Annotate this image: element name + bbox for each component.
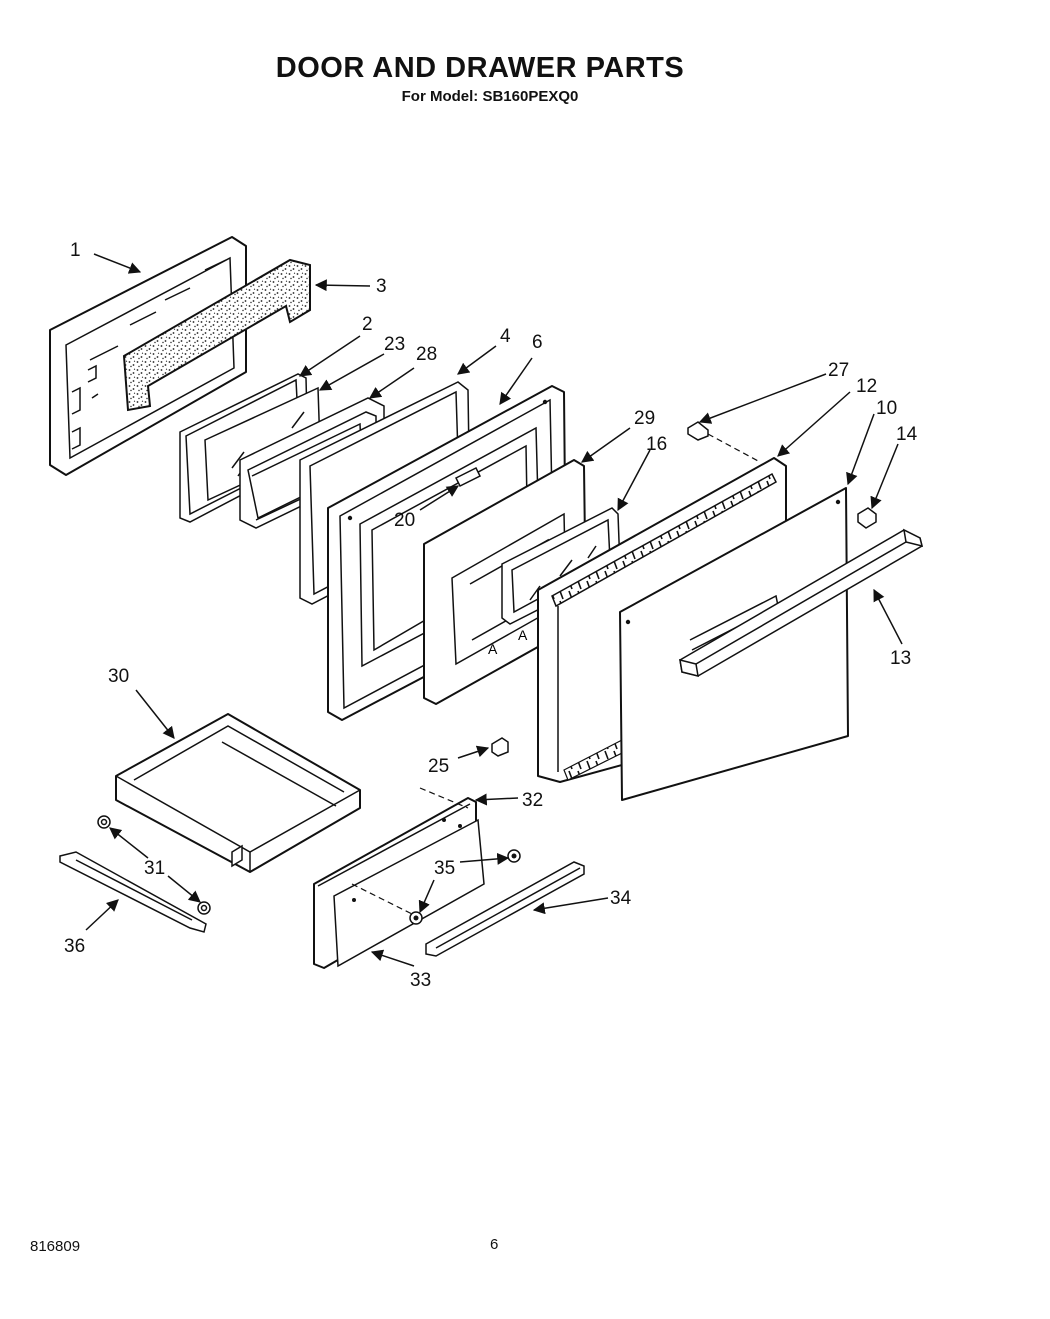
callout-28: 28 [416,344,437,365]
callout-12: 12 [856,376,877,397]
callout-35: 35 [434,858,455,879]
callout-labels: 1 3 2 23 28 4 6 27 12 10 14 29 16 20 13 … [64,240,918,991]
callout-16: 16 [646,434,667,455]
svg-text:A: A [488,641,498,657]
callout-34: 34 [610,888,632,909]
callout-4: 4 [500,326,511,347]
callout-23: 23 [384,334,405,355]
page-number: 6 [490,1236,499,1253]
callout-3: 3 [376,276,387,297]
model-subtitle: For Model: SB160PEXQ0 [401,88,579,105]
callout-32: 32 [522,790,543,811]
callout-leaders [85,253,903,967]
part-27-spacer [687,421,761,463]
callout-13: 13 [890,648,911,669]
svg-text:A: A [518,627,528,643]
page-title: DOOR AND DRAWER PARTS [275,52,685,84]
callout-14: 14 [896,424,918,445]
callout-36: 36 [64,936,85,957]
part-35-spacers [351,849,521,925]
callout-10: 10 [876,398,897,419]
callout-6: 6 [532,332,543,353]
callout-30: 30 [108,666,129,687]
callout-20: 20 [394,510,415,531]
callout-31: 31 [144,858,165,879]
callout-27: 27 [828,360,849,381]
callout-25: 25 [428,756,449,777]
part-3-insulation [122,258,311,412]
part-36-rail [59,851,207,933]
callout-29: 29 [634,408,655,429]
part-25-spacer [491,737,509,757]
callout-33: 33 [410,970,431,991]
document-number: 816809 [30,1238,81,1255]
part-20-bracket [454,466,482,488]
part-31-rollers [97,815,211,915]
callout-2: 2 [362,314,373,335]
callout-1: 1 [70,240,81,261]
part-33-drawer-panel [333,818,485,968]
part-34-drawer-handle [425,861,585,957]
part-13-door-handle [679,528,924,678]
part-14-spacer [857,507,877,529]
part-30-drawer [115,713,361,873]
